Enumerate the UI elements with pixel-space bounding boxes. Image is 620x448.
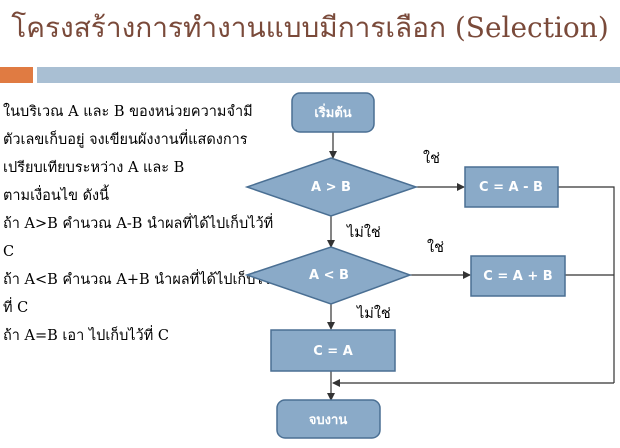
decision2-label: A < B <box>309 268 349 283</box>
yes-label-2: ใช่ <box>427 238 444 256</box>
decision1-label: A > B <box>311 180 351 195</box>
body-line: ในบริเวณ A และ B ของหน่วยความจำมี <box>3 104 253 120</box>
title-accent-bar-orange <box>0 67 33 83</box>
slide-title: โครงสร้างการทำงานแบบมีการเลือก (Selectio… <box>11 11 609 44</box>
process-plus <box>470 255 566 297</box>
end-label: จบงาน <box>309 413 348 428</box>
no-label-1: ไม่ใช่ <box>346 223 381 241</box>
start-terminal <box>291 92 375 133</box>
body-line: ถ้า A<B คำนวณ A+B นำผลที่ได้ไปเก็บไว้ <box>3 272 271 288</box>
decision-a-less-b <box>244 246 413 305</box>
problem-description: ในบริเวณ A และ B ของหน่วยความจำมี ตัวเลข… <box>3 98 278 350</box>
body-line: ที่ C <box>3 300 29 316</box>
decision-a-greater-b <box>244 157 419 217</box>
end-terminal <box>276 399 381 439</box>
title-accent-bar-blue <box>37 67 620 83</box>
process-minus-label: C = A - B <box>479 180 543 195</box>
process-minus <box>464 166 559 208</box>
yes-label-1: ใช่ <box>423 149 440 167</box>
body-line: ถ้า A>B คำนวณ A-B นำผลที่ได้ไปเก็บไว้ที่ <box>3 216 274 232</box>
body-line: ตัวเลขเก็บอยู่ จงเขียนผังงานที่แสดงการ <box>3 132 248 148</box>
process-equal-label: C = A <box>313 344 353 359</box>
process-equal <box>270 329 396 372</box>
body-line: ถ้า A=B เอา ไปเก็บไว้ที่ C <box>3 328 169 344</box>
process-plus-label: C = A + B <box>483 269 552 284</box>
body-line: ตามเงื่อนไข ดังนี้ <box>3 188 109 204</box>
start-label: เริ่มต้น <box>314 103 351 121</box>
no-label-2: ไม่ใช่ <box>356 304 391 322</box>
body-line: เปรียบเทียบระหว่าง A และ B <box>3 160 185 176</box>
body-line: C <box>3 244 15 260</box>
edge-minus-merge <box>558 186 615 383</box>
